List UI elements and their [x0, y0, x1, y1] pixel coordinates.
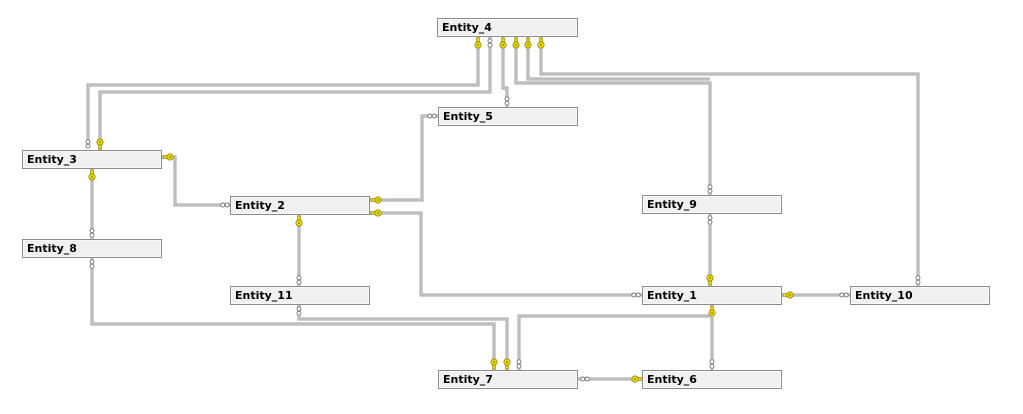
infinity-icon [296, 306, 302, 316]
infinity-icon [487, 38, 493, 48]
rel-entity2-entity5[interactable] [370, 114, 438, 202]
key-icon [499, 37, 507, 49]
infinity-icon [707, 184, 713, 194]
connector-line-inner [87, 37, 479, 145]
rel-entity8-entity7[interactable] [90, 258, 496, 370]
key-icon [162, 153, 174, 161]
key-icon [96, 138, 104, 150]
infinity-icon [915, 275, 921, 285]
entity-5[interactable]: Entity_5 [438, 107, 578, 126]
key-icon [782, 291, 794, 299]
rel-entity4-entity10[interactable] [539, 37, 920, 286]
infinity-icon [709, 359, 715, 369]
entity-3[interactable]: Entity_3 [22, 150, 162, 169]
key-icon [370, 209, 382, 217]
key-icon [524, 37, 532, 49]
key-icon [88, 169, 96, 181]
connector-line-inner [298, 305, 508, 370]
rel-entity2-entity1[interactable] [370, 211, 642, 297]
infinity-icon [296, 275, 302, 285]
connector-line-outer [297, 305, 509, 370]
entity-1[interactable]: Entity_1 [642, 286, 782, 305]
connector-line-outer [517, 305, 714, 370]
connector-line-outer [98, 37, 492, 150]
infinity-icon [839, 292, 849, 298]
infinity-icon [220, 202, 230, 208]
connector-line-inner [162, 156, 230, 206]
key-icon [631, 375, 643, 383]
rel-entity11-entity7[interactable] [297, 305, 509, 370]
entity-7[interactable]: Entity_7 [438, 370, 578, 389]
entity-8[interactable]: Entity_8 [22, 239, 162, 258]
connector-line-inner [370, 212, 642, 296]
connector-line-inner [527, 37, 710, 80]
rel-entity1-entity7[interactable] [517, 305, 714, 370]
key-icon [706, 274, 714, 286]
rel-entity3-entity4[interactable] [98, 37, 492, 150]
connector-line-outer [370, 114, 438, 202]
connector-line-inner [370, 115, 438, 201]
entity-6[interactable]: Entity_6 [642, 370, 782, 389]
entity-11[interactable]: Entity_11 [230, 286, 370, 305]
connector-line-outer [370, 211, 642, 297]
infinity-icon [516, 359, 522, 369]
infinity-icon [707, 215, 713, 225]
key-icon [503, 358, 511, 370]
entity-10[interactable]: Entity_10 [850, 286, 990, 305]
rel-entity4-entity9-a[interactable] [514, 37, 712, 195]
key-icon [370, 196, 382, 204]
rel-entity3-entity2[interactable] [162, 155, 230, 207]
entity-2[interactable]: Entity_2 [230, 196, 370, 215]
key-icon [490, 358, 498, 370]
entity-4[interactable]: Entity_4 [437, 18, 578, 37]
infinity-icon [580, 376, 590, 382]
connector-line-inner [91, 258, 495, 370]
infinity-icon [89, 228, 95, 238]
infinity-icon [504, 96, 510, 106]
rel-entity4-entity3[interactable] [86, 37, 480, 145]
connector-line-outer [90, 258, 496, 370]
key-icon [537, 37, 545, 49]
infinity-icon [85, 139, 91, 149]
key-icon [512, 37, 520, 49]
key-icon [474, 37, 482, 49]
key-icon [295, 215, 303, 227]
infinity-icon [89, 259, 95, 269]
connector-line-outer [162, 155, 230, 207]
connector-line-inner [515, 37, 711, 195]
infinity-icon [631, 292, 641, 298]
entity-9[interactable]: Entity_9 [642, 195, 782, 214]
rel-entity4-entity9-b[interactable] [526, 37, 710, 81]
infinity-icon [427, 113, 437, 119]
connector-line-inner [99, 37, 491, 150]
key-icon [708, 305, 716, 317]
connector-line-inner [540, 37, 919, 286]
